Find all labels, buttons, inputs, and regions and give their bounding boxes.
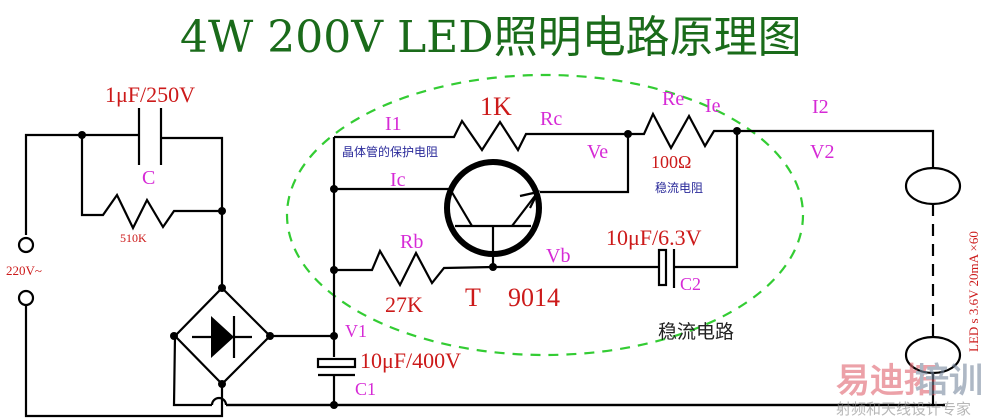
r510k-label: 510K [120,231,147,245]
c-value-label: 1μF/250V [105,82,195,107]
ve-label: Ve [587,141,608,163]
ie-label: Ie [705,95,721,117]
c2-value-label: 10μF/6.3V [606,225,702,250]
ic-label: Ic [390,169,406,191]
led-first [904,166,962,206]
c-label: C [142,167,155,189]
v2-label: V2 [810,141,834,163]
terminal-bottom [17,289,35,307]
rc-label: Rc [540,108,562,130]
ac-input [17,133,224,418]
capacitor-c2 [493,131,739,288]
watermark-brand-b: 培训 [915,361,983,401]
resistor-510k [80,135,222,231]
i1-label: I1 [385,113,402,135]
watermark: 易迪拓 培训 射频和天线设计专家 [836,361,983,418]
resistor-re [628,111,737,151]
capacitor-c1 [316,137,357,405]
re-label: Re [662,88,684,110]
resistor-rb [334,248,494,288]
rb-value-label: 27K [385,292,423,317]
transistor-t [444,159,542,267]
transistor-label: T [465,283,481,312]
capacitor-c [82,108,224,210]
source-voltage-label: 220V~ [6,263,42,278]
page-title: 4W 200V LED照明电路原理图 [180,12,802,63]
v1-label: V1 [345,321,367,341]
rc-value-label: 1K [480,92,512,121]
re-note: 稳流电阻 [655,180,703,195]
re-value-label: 100Ω [651,152,691,172]
terminal-top [17,236,35,254]
i2-label: I2 [812,96,829,118]
rc-note: 晶体管的保护电阻 [342,144,438,159]
transistor-model: 9014 [508,283,560,312]
led-spec-label: LED s 3.6V 20mA ×60 [966,231,981,352]
watermark-tagline: 射频和天线设计专家 [836,400,971,418]
c1-value-label: 10μF/400V [360,348,461,373]
regulator-region-outline [285,73,805,357]
resistor-rc [334,118,628,153]
watermark-brand-a: 易迪拓 [836,361,938,401]
vb-label: Vb [546,245,570,267]
regulator-region-label: 稳流电路 [658,321,734,343]
c1-label: C1 [355,379,376,399]
led-string [226,129,962,407]
c2-label: C2 [680,274,701,294]
rb-label: Rb [400,231,423,253]
